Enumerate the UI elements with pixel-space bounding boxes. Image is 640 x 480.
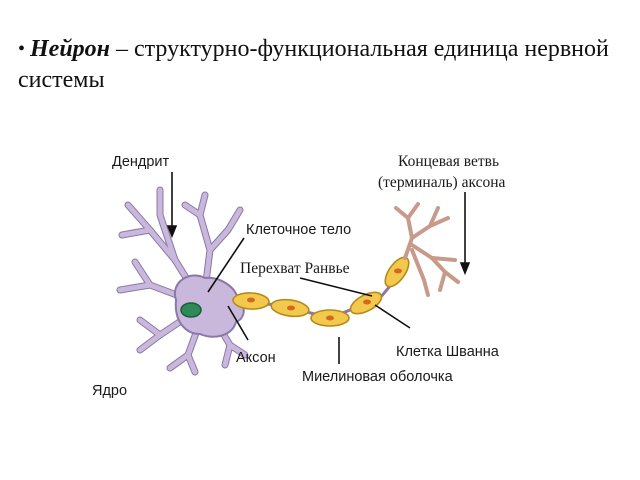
label-schwann-cell: Клетка Шванна (396, 344, 500, 360)
label-myelin-sheath: Миелиновая оболочка (302, 369, 454, 385)
bullet: • (18, 38, 26, 60)
cell-body (173, 274, 245, 338)
axon-terminal (394, 202, 460, 297)
label-dendrite: Дендрит (112, 154, 170, 170)
label-nucleus: Ядро (92, 383, 127, 399)
label-terminal-line2: (терминаль) аксона (378, 174, 506, 191)
label-axon: Аксон (236, 350, 276, 366)
schwann-nuclei (247, 268, 402, 321)
slide-text: •Нейрон – структурно-функциональная един… (18, 34, 618, 96)
label-node-ranvier: Перехват Ранвье (240, 260, 350, 277)
definition: – структурно-функциональная единица нерв… (18, 36, 609, 93)
label-terminal-line1: Концевая ветвь (398, 153, 499, 170)
nucleus (180, 302, 202, 318)
label-cell-body: Клеточное тело (246, 222, 351, 238)
term-neuron: Нейрон (30, 36, 110, 62)
pointer-lines (166, 172, 471, 364)
